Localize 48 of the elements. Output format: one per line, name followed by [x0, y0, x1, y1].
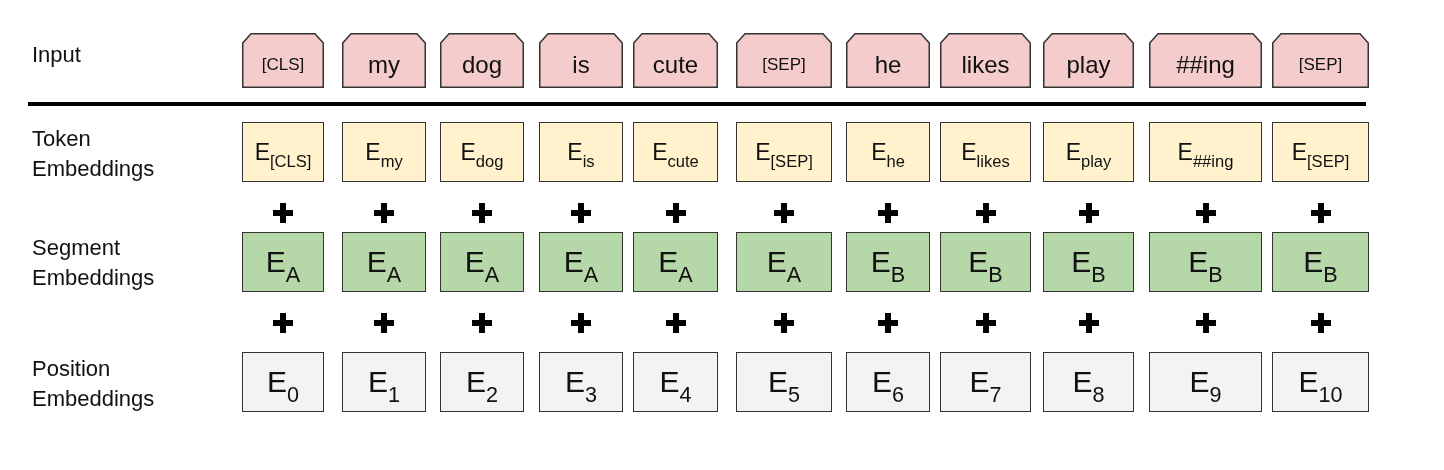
segment-embedding-box: E$_{A}$: [342, 232, 426, 292]
input-token-tag: cute: [633, 33, 718, 88]
position-embedding-box: E$_{4}$: [633, 352, 718, 412]
input-token-tag: is: [539, 33, 623, 88]
input-token-tag: he: [846, 33, 930, 88]
input-token-tag: dog: [440, 33, 524, 88]
token-embedding-box: E$_{cute}$: [633, 122, 718, 182]
row-label: Position Embeddings: [32, 355, 156, 413]
token-embedding-box: E$_{play}$: [1043, 122, 1134, 182]
segment-embedding-box: E$_{B}$: [846, 232, 930, 292]
position-embedding-box: E$_{8}$: [1043, 352, 1134, 412]
token-embedding-box: E$_{is}$: [539, 122, 623, 182]
input-token-tag: my: [342, 33, 426, 88]
token-embedding-box: E$_{my}$: [342, 122, 426, 182]
input-token-tag: play: [1043, 33, 1134, 88]
token-embedding-box: E$_{[CLS]}$: [242, 122, 324, 182]
position-embedding-box: E$_{9}$: [1149, 352, 1262, 412]
position-embedding-box: E$_{0}$: [242, 352, 324, 412]
segment-embedding-box: E$_{B}$: [1043, 232, 1134, 292]
position-embedding-box: E$_{7}$: [940, 352, 1031, 412]
segment-embedding-box: E$_{A}$: [736, 232, 832, 292]
position-embedding-box: E$_{6}$: [846, 352, 930, 412]
input-token-tag: likes: [940, 33, 1031, 88]
token-embedding-box: E$_{[SEP]}$: [736, 122, 832, 182]
input-token-tag: [SEP]: [736, 33, 832, 88]
segment-embedding-box: E$_{A}$: [539, 232, 623, 292]
position-embedding-box: E$_{2}$: [440, 352, 524, 412]
input-token-tag: ##ing: [1149, 33, 1262, 88]
token-embedding-box: E$_{likes}$: [940, 122, 1031, 182]
segment-embedding-box: E$_{B}$: [1272, 232, 1369, 292]
segment-embedding-box: E$_{A}$: [440, 232, 524, 292]
position-embedding-box: E$_{1}$: [342, 352, 426, 412]
segment-embedding-box: E$_{B}$: [1149, 232, 1262, 292]
segment-embedding-box: E$_{A}$: [633, 232, 718, 292]
segment-embedding-box: E$_{B}$: [940, 232, 1031, 292]
token-embedding-box: E$_{he}$: [846, 122, 930, 182]
position-embedding-box: E$_{5}$: [736, 352, 832, 412]
row-label: Segment Embeddings: [32, 234, 156, 292]
token-embedding-box: E$_{dog}$: [440, 122, 524, 182]
input-token-tag: [SEP]: [1272, 33, 1369, 88]
position-embedding-box: E$_{10}$: [1272, 352, 1369, 412]
position-embedding-box: E$_{3}$: [539, 352, 623, 412]
row-label: Token Embeddings: [32, 125, 156, 183]
token-embedding-box: E$_{##ing}$: [1149, 122, 1262, 182]
token-embedding-box: E$_{[SEP]}$: [1272, 122, 1369, 182]
row-label: Input: [32, 41, 82, 69]
segment-embedding-box: E$_{A}$: [242, 232, 324, 292]
input-token-tag: [CLS]: [242, 33, 324, 88]
